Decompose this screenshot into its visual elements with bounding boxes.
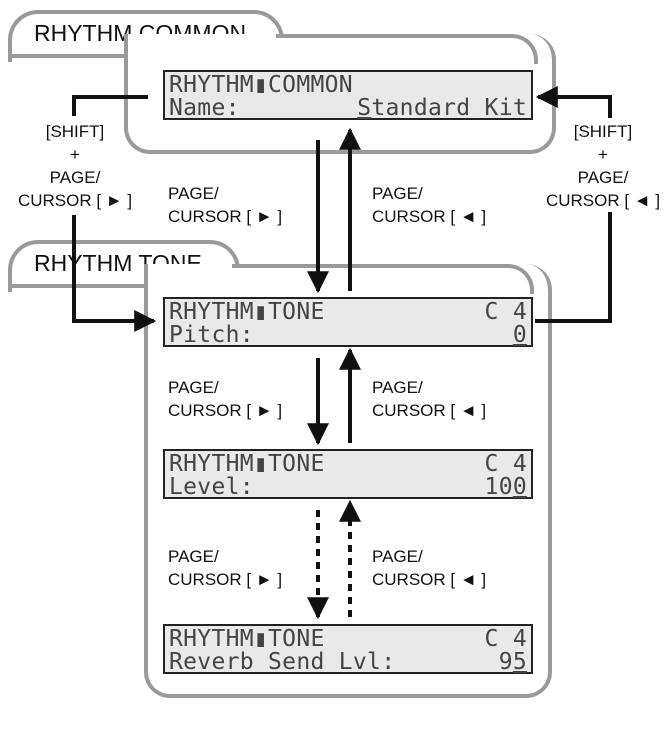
right-loop-top (535, 86, 612, 118)
lcd-level-label: Level: (169, 474, 254, 500)
label-level-to-reverb: PAGE/ CURSOR [ ► ] (168, 547, 283, 589)
lcd-pitch-note: C 4 (484, 299, 527, 325)
label-common-to-pitch: PAGE/ CURSOR [ ► ] (168, 184, 283, 226)
lcd-reverb-label: Reverb Send Lvl: (169, 649, 396, 675)
lcd-common: RHYTHM▮COMMON Name: Standard Kit (163, 70, 533, 120)
right-shift-label: [SHIFT] + PAGE/ CURSOR [ ◄ ] (545, 122, 661, 210)
label-pitch-to-common: PAGE/ CURSOR [ ◄ ] (372, 184, 487, 226)
lcd-common-name-value: Standard Kit (357, 95, 527, 121)
lcd-level-note: C 4 (484, 451, 527, 477)
lcd-level: RHYTHM▮TONE C 4 Level: 100 (163, 449, 533, 499)
left-shift-label: [SHIFT] + PAGE/ CURSOR [ ► ] (17, 122, 133, 210)
lcd-reverb-line1: RHYTHM▮TONE (169, 626, 325, 652)
lcd-reverb: RHYTHM▮TONE C 4 Reverb Send Lvl: 95 (163, 624, 533, 674)
lcd-pitch: RHYTHM▮TONE C 4 Pitch: 0 (163, 297, 533, 347)
label-level-to-pitch: PAGE/ CURSOR [ ◄ ] (372, 378, 487, 420)
arrows-layer (72, 86, 612, 620)
lcd-level-line1: RHYTHM▮TONE (169, 451, 325, 477)
lcd-common-line1: RHYTHM▮COMMON (169, 72, 353, 98)
right-loop-bottom (535, 212, 612, 323)
label-pitch-to-level: PAGE/ CURSOR [ ► ] (168, 378, 283, 420)
label-reverb-to-level: PAGE/ CURSOR [ ◄ ] (372, 547, 487, 589)
lcd-pitch-value: 0 (512, 322, 527, 348)
lcd-reverb-note: C 4 (484, 626, 527, 652)
lcd-pitch-label: Pitch: (169, 322, 254, 348)
lcd-common-name-label: Name: (169, 95, 240, 121)
left-loop-bottom (72, 215, 157, 332)
lcd-reverb-value: 95 (498, 649, 527, 675)
rhythm-tone-top-edge (232, 264, 534, 294)
lcd-pitch-line1: RHYTHM▮TONE (169, 299, 325, 325)
lcd-level-value: 100 (484, 474, 527, 500)
rhythm-tone-left-edge (8, 284, 148, 288)
left-loop-top (72, 95, 148, 116)
rhythm-common-left-edge (8, 54, 128, 58)
rhythm-common-top-edge (276, 34, 538, 64)
lcd-cursor-char: S (357, 95, 372, 121)
